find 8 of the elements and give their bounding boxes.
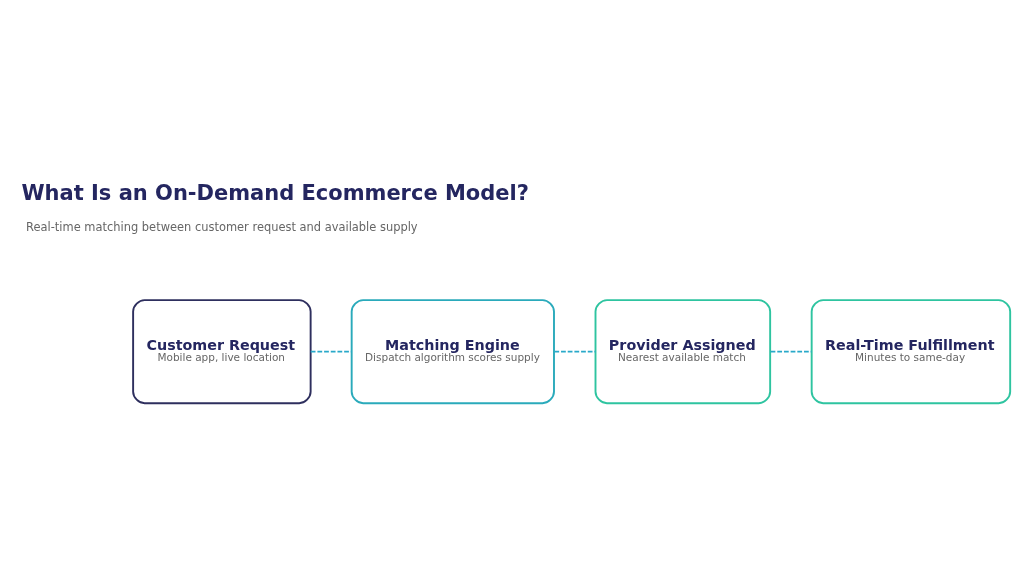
node-box: Customer Request Mobile app, live location [132,299,312,405]
node-box: Matching Engine Dispatch algorithm scores supply [350,299,555,405]
node-box: Real-Time Fulfillment Minutes to same-day [810,299,1012,405]
connector [553,350,597,353]
connector [309,350,353,353]
diagram-title: What Is an On-Demand Ecommerce Model? [21,181,529,206]
label: Real-time matching between customer request and available supply [26,220,418,235]
node-box: Provider Assigned Nearest available match [594,299,772,405]
